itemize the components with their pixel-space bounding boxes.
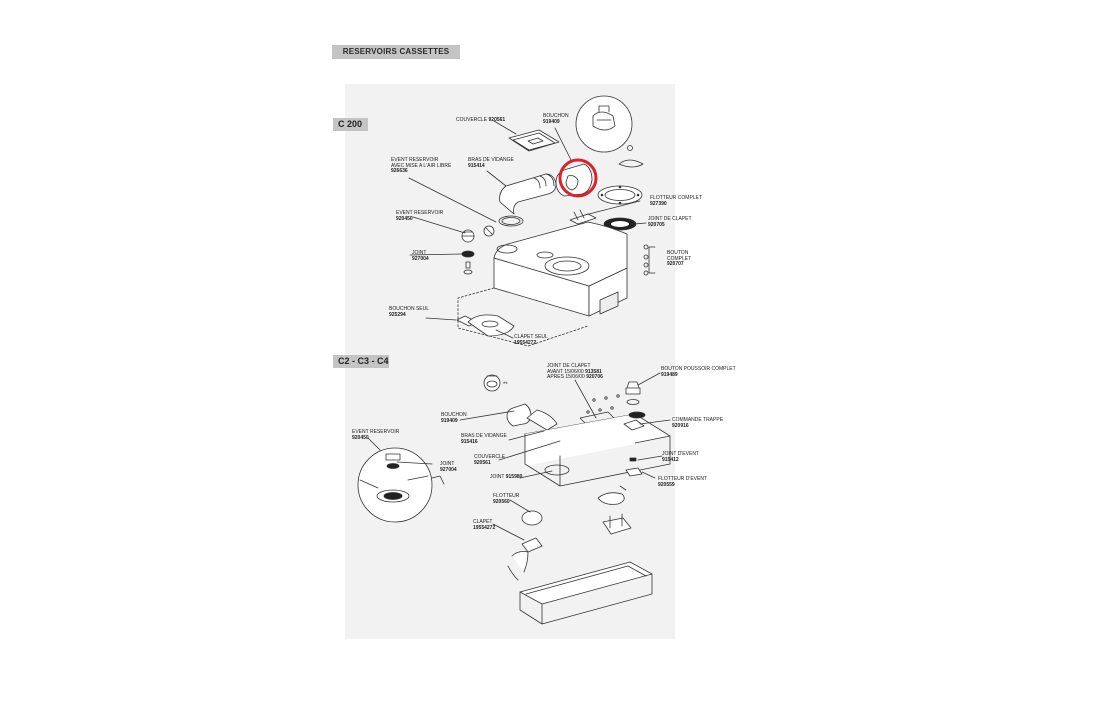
label-c234-joint-de-clapet: JOINT DE CLAPET AVANT 15/06/00 913581 AP…: [547, 363, 603, 381]
c234-bras-part: [526, 409, 558, 431]
page-title: RESERVOIRS CASSETTES: [332, 45, 460, 59]
flotteur-part: [569, 209, 597, 225]
couvercle-part: [508, 129, 560, 152]
bouchon-detail-part: [592, 105, 616, 131]
c234-bouchon-part: [506, 403, 532, 427]
bouchon-part: [555, 163, 593, 197]
section-title-c2-c3-c4: C2 - C3 - C4: [333, 355, 389, 368]
diagram-sheet: [345, 84, 675, 639]
joint-part: [461, 250, 475, 258]
label-c234-joint: JOINT 915980: [490, 474, 523, 480]
bras-de-vidange-part: [499, 173, 557, 215]
c234-flotteur-part: [597, 492, 625, 505]
clapet-seul-part: [467, 314, 515, 337]
section-title-c200: C 200: [333, 118, 368, 131]
c234-tank-body: [525, 414, 635, 466]
highlight-circle: [558, 158, 598, 198]
bouchon-detail-circle: [575, 95, 633, 153]
joint-ring: [498, 215, 524, 227]
bouton-poussoir-part: [625, 381, 641, 395]
c234-clapet-part: [511, 537, 543, 573]
label-couvercle: COUVERCLE 920561: [456, 117, 506, 123]
label-double-star: **: [503, 382, 508, 388]
event-detail-circle: [357, 447, 433, 523]
